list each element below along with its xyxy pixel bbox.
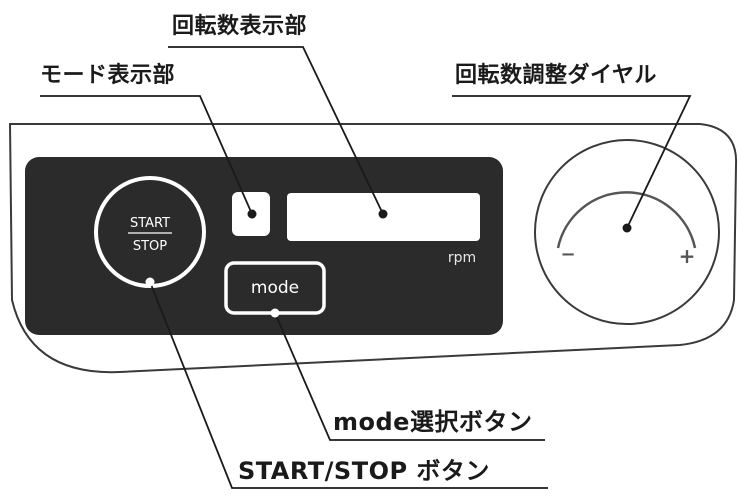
- dial-plus-symbol: +: [679, 244, 696, 268]
- callout-mode-display: モード表示部: [40, 63, 176, 88]
- dial-minus-symbol: −: [560, 244, 575, 265]
- leader-speed-dial: [452, 95, 692, 229]
- rpm-unit: rpm: [448, 250, 476, 266]
- stop-label: STOP: [133, 239, 167, 254]
- callout-mode-button: mode選択ボタン: [333, 408, 533, 436]
- callout-speed-dial: 回転数調整ダイヤル: [455, 63, 657, 88]
- dot-start-stop: [145, 277, 155, 287]
- leader-mode-display: [40, 95, 253, 215]
- leader-speed-display: [168, 46, 384, 215]
- dot-mode-display: [247, 209, 257, 219]
- dot-mode-button: [270, 308, 280, 318]
- start-label: START: [130, 216, 170, 231]
- callout-start-stop-button: START/STOP ボタン: [238, 457, 490, 485]
- dot-speed-display: [378, 209, 388, 219]
- mode-button-label: mode: [251, 278, 299, 298]
- callout-speed-display: 回転数表示部: [172, 14, 308, 39]
- leader-mode-button: [274, 312, 545, 441]
- speed-dial-arc: [556, 191, 697, 249]
- start-stop-button[interactable]: [94, 176, 206, 288]
- dot-speed-dial: [622, 223, 632, 233]
- leader-start-stop: [149, 281, 548, 489]
